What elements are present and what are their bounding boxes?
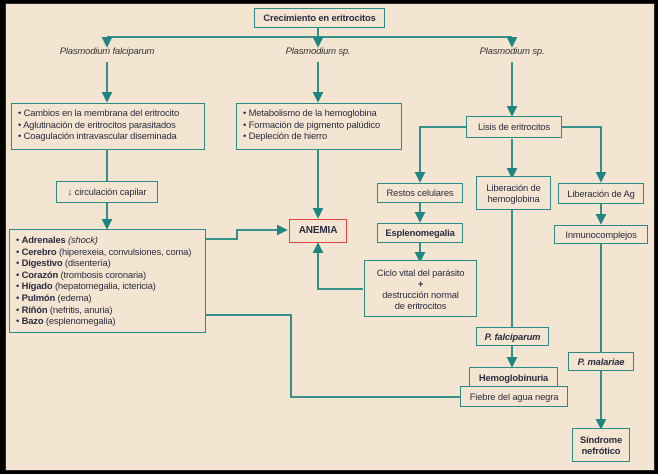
nephrotic-syndrome-node: Síndrome nefrótico [572,428,630,462]
hb-release-line: hemoglobina [487,193,540,204]
organ-detail: (esplenomegalia) [45,315,116,327]
organ-item: • Bazo (esplenomegalia) [16,315,199,327]
immunocomplexes-node: Inmunocomplejos [554,225,648,244]
life-cycle-node: Ciclo vital del parásito + destrucción n… [364,260,477,317]
organ-item: • Pulmón (edema) [16,292,199,304]
organ-name: Hígado [21,280,53,292]
bullet: • [16,257,22,269]
ag-release-label: Liberación de Ag [567,187,635,199]
nephrotic-line: Síndrome [579,434,623,445]
organ-name: Cerebro [21,245,57,257]
capillary-label: ↓ circulación capilar [67,186,147,198]
organ-detail: (hepatomegalia, ictericia) [54,280,156,292]
life-cycle-line: de eritrocitos [394,299,447,311]
bullet: • [16,291,22,303]
bullet: • [16,303,22,315]
organ-detail: (nefritis, anuria) [49,303,113,315]
branch-label-right: Plasmodium sp. [479,46,545,57]
life-cycle-line: destrucción normal [382,288,459,300]
organ-name: Corazón [21,268,59,280]
organ-item: • Corazón (trombosis coronaria) [16,269,199,281]
splenomegaly-node: Esplenomegalia [377,223,463,243]
lysis-label: Lisis de eritrocitos [477,121,551,133]
erythrocyte-changes-box: • Cambios en la membrana del eritrocito … [11,103,205,150]
effect-item: • Coagulación intravascular diseminada [18,130,177,142]
p-falciparum-label: P. falciparum [484,330,541,342]
nephrotic-line: nefrótico [581,445,621,456]
anemia-label: ANEMIA [298,225,338,237]
organ-item: • Hígado (hepatomegalia, ictericia) [16,280,199,292]
root-node: Crecimiento en eritrocitos [254,8,385,28]
effect-item: • Metabolismo de la hemoglobina [243,107,377,118]
bullet: • [16,234,22,245]
bullet: • [16,315,22,327]
organ-name: Bazo [21,315,44,327]
p-malariae-node: P. malariae [568,352,634,371]
capillary-circulation-box: ↓ circulación capilar [56,181,158,203]
organ-detail: (shock) [68,234,98,245]
bullet: • [16,280,22,292]
branch-label-left: Plasmodium falciparum [59,46,155,57]
hemoglobinuria-label: Hemoglobinuria [478,371,549,383]
p-malariae-label: P. malariae [577,355,625,367]
effect-item: • Formación de pigmento palúdico [243,118,381,130]
bullet: • [16,245,22,257]
branch-label-middle: Plasmodium sp. [285,46,351,57]
hemoglobin-release-node: Liberación de hemoglobina [476,176,551,210]
organ-detail: (disentería) [64,257,111,269]
blackwater-fever-node: Fiebre del agua negra [460,386,568,407]
effect-item: • Aglutinación de eritrocitos parasitado… [18,118,176,130]
effect-item: • Cambios en la membrana del eritrocito [18,107,180,118]
organ-item: • Digestivo (disentería) [16,257,199,269]
organ-effects-box: • Adrenales (shock)• Cerebro (hiperexeia… [9,229,206,333]
organ-name: Pulmón [21,291,56,303]
bullet: • [16,268,22,280]
anemia-node: ANEMIA [289,219,347,243]
organ-name: Riñón [21,303,48,315]
life-cycle-plus: + [417,277,424,289]
hemoglobinuria-node: Hemoglobinuria [469,367,558,388]
organ-item: • Riñón (nefritis, anuria) [16,304,199,316]
root-label: Crecimiento en eritrocitos [263,12,376,24]
hemoglobin-effects-box: • Metabolismo de la hemoglobina • Formac… [236,103,402,150]
cell-debris-label: Restos celulares [386,187,454,199]
organ-item: • Cerebro (hiperexeia, convulsiones, com… [16,246,199,258]
blackwater-label: Fiebre del agua negra [469,390,559,402]
organ-detail: (edema) [57,291,92,303]
organ-detail: (hiperexeia, convulsiones, coma) [58,245,192,257]
life-cycle-line: Ciclo vital del parásito [376,266,465,278]
cell-debris-node: Restos celulares [377,183,463,203]
immunocomplexes-label: Inmunocomplejos [565,228,637,240]
lysis-node: Lisis de eritrocitos [466,116,562,138]
p-falciparum-node: P. falciparum [476,327,549,346]
organ-name: Digestivo [21,257,63,269]
organ-item: • Adrenales (shock) [16,234,199,246]
organ-name: Adrenales [21,234,66,245]
splenomegaly-label: Esplenomegalia [385,227,455,239]
hb-release-line: Liberación de [486,182,541,193]
organ-detail: (trombosis coronaria) [60,268,147,280]
effect-item: • Depleción de hierro [243,130,328,142]
antigen-release-node: Liberación de Ag [558,183,644,204]
